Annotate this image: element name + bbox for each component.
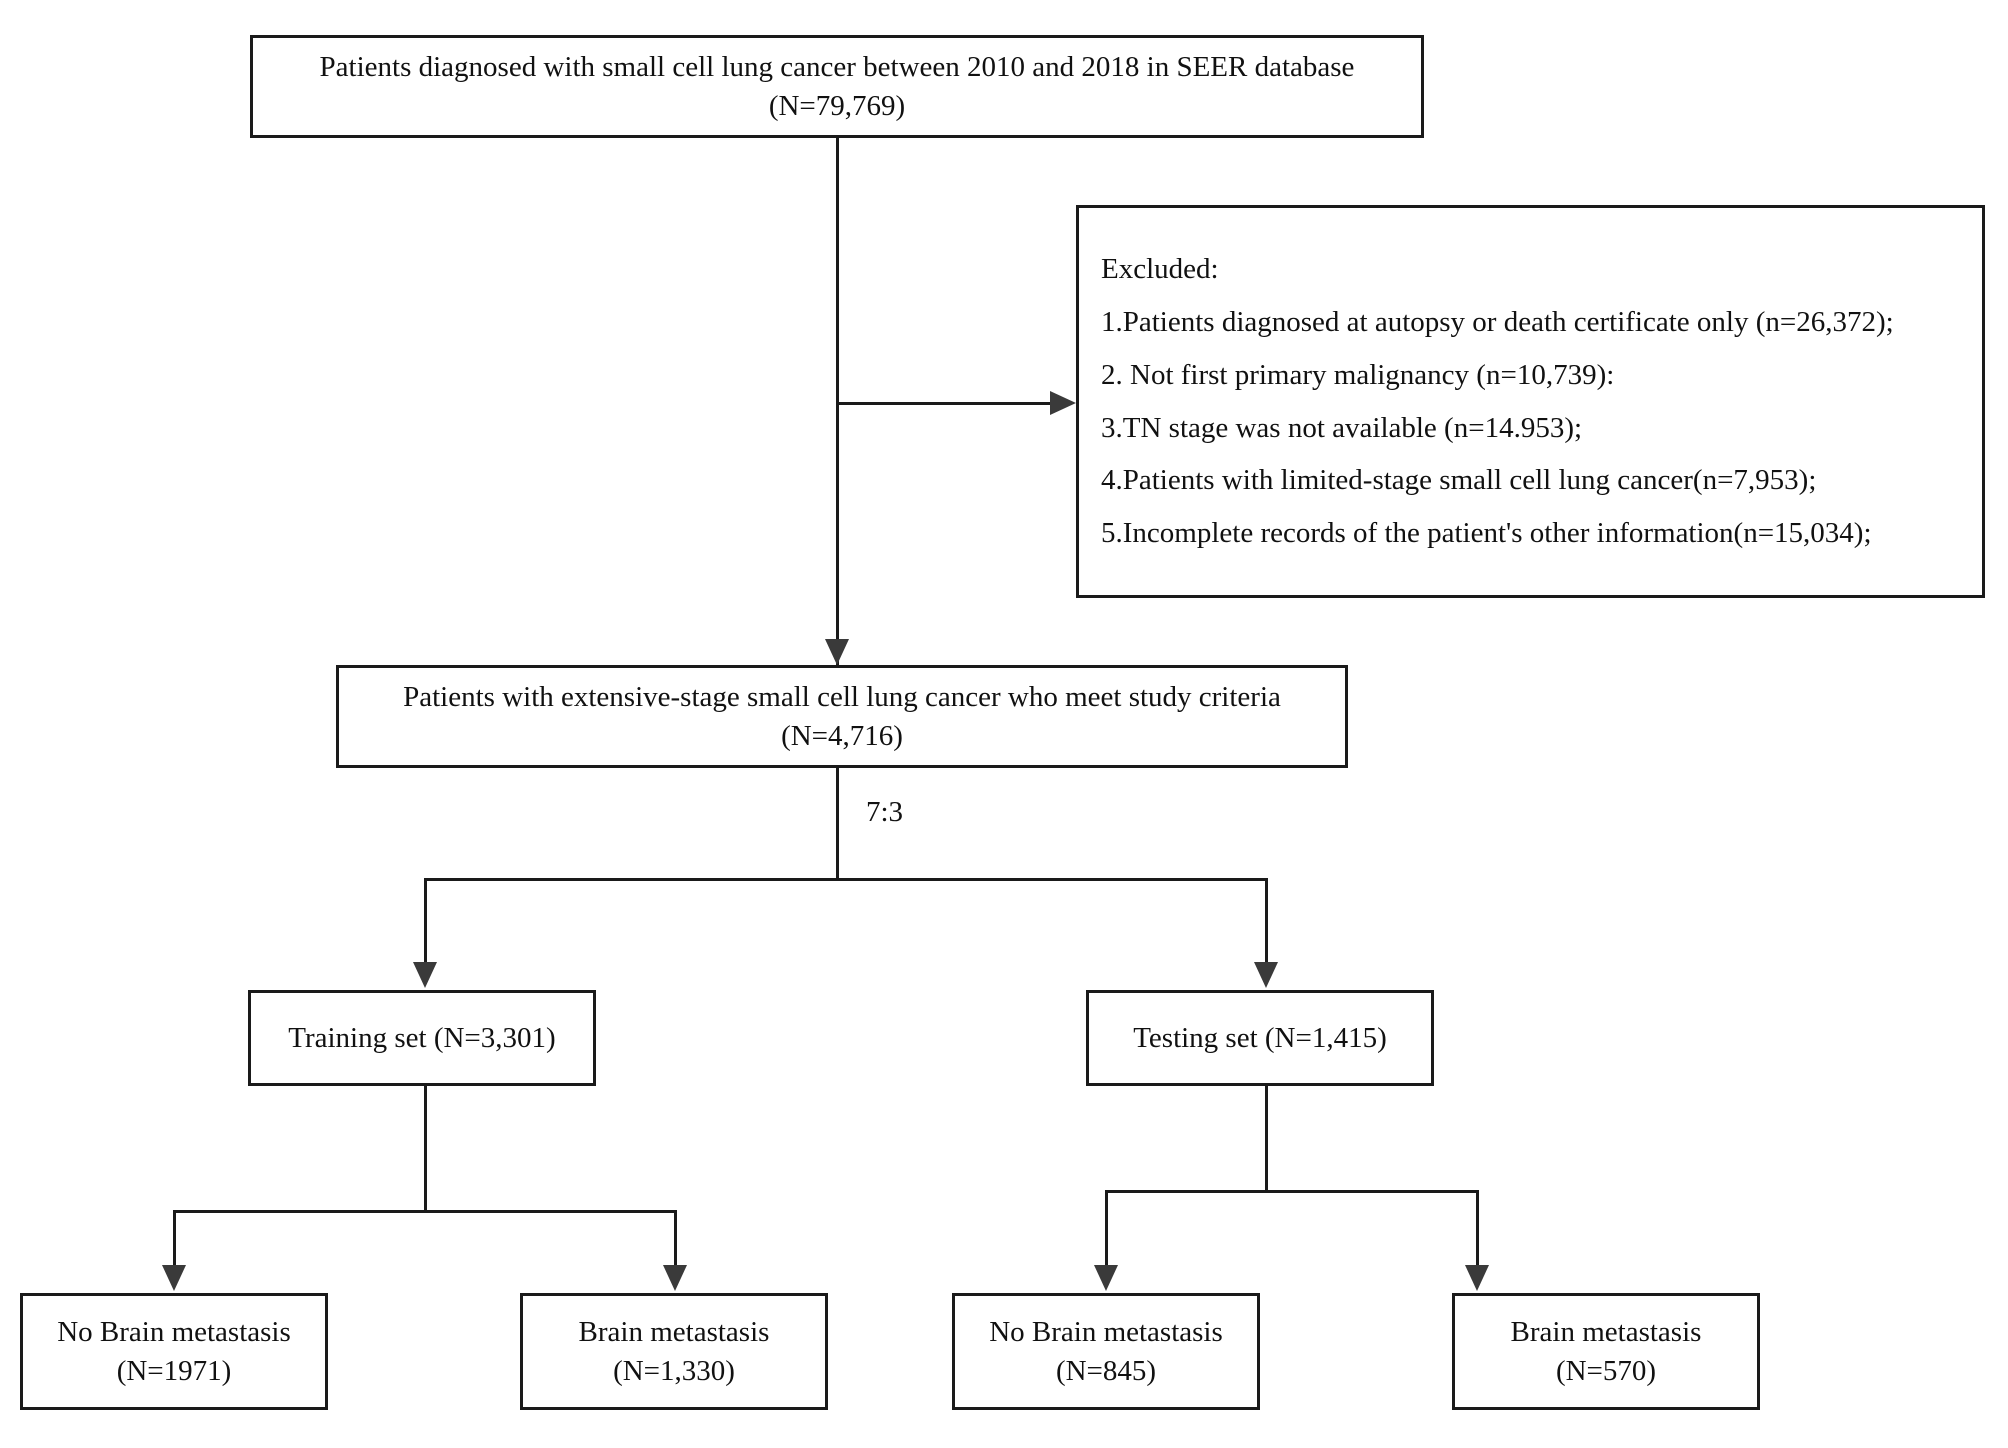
arrowhead-into-training [413,962,437,988]
connector-testing-to-split [1265,1086,1268,1192]
arrowhead-into-training-no-bm [162,1265,186,1291]
node-training-no-brain-metastasis-count: (N=1971) [116,1354,232,1387]
arrowhead-into-testing [1254,962,1278,988]
node-excluded: Excluded: 1.Patients diagnosed at autops… [1076,205,1985,598]
node-training-brain-metastasis: Brain metastasis (N=1,330) [520,1293,828,1410]
node-testing-set: Testing set (N=1,415) [1086,990,1434,1086]
node-source-cohort-count: (N=79,769) [768,89,906,122]
node-testing-brain-metastasis: Brain metastasis (N=570) [1452,1293,1760,1410]
node-source-cohort: Patients diagnosed with small cell lung … [250,35,1424,138]
arrowhead-into-excluded [1050,391,1076,415]
arrowhead-into-cohort [825,639,849,665]
arrowhead-into-testing-no-bm [1094,1265,1118,1291]
node-training-set-label: Training set (N=3,301) [288,1021,556,1054]
excluded-heading: Excluded: [1101,253,1219,286]
connector-split-to-training [424,878,427,964]
connector-to-testing-no-bm [1105,1190,1108,1267]
arrowhead-into-testing-bm [1465,1265,1489,1291]
connector-to-training-no-bm [173,1210,176,1267]
node-study-cohort-line1: Patients with extensive-stage small cell… [403,681,1281,714]
node-testing-no-brain-metastasis: No Brain metastasis (N=845) [952,1293,1260,1410]
connector-source-to-cohort [836,138,839,665]
node-testing-no-brain-metastasis-count: (N=845) [1055,1354,1157,1387]
excluded-item-5: 5.Incomplete records of the patient's ot… [1101,517,1872,550]
connector-split-to-testing [1265,878,1268,964]
node-study-cohort-count: (N=4,716) [781,719,903,752]
node-testing-brain-metastasis-count: (N=570) [1555,1354,1657,1387]
connector-to-testing-bm [1476,1190,1479,1267]
node-training-brain-metastasis-count: (N=1,330) [613,1354,735,1387]
excluded-item-1: 1.Patients diagnosed at autopsy or death… [1101,305,1894,338]
split-ratio-label: 7:3 [866,796,904,828]
split-bar-testing-outcomes [1105,1190,1479,1193]
connector-to-excluded [836,402,1058,405]
node-training-no-brain-metastasis: No Brain metastasis (N=1971) [20,1293,328,1410]
connector-training-to-split [424,1086,427,1212]
connector-to-training-bm [674,1210,677,1267]
split-bar-train-test [424,878,1268,881]
node-testing-no-brain-metastasis-label: No Brain metastasis [989,1316,1223,1349]
node-training-no-brain-metastasis-label: No Brain metastasis [57,1316,291,1349]
node-training-brain-metastasis-label: Brain metastasis [578,1316,770,1349]
node-testing-brain-metastasis-label: Brain metastasis [1510,1316,1702,1349]
node-study-cohort: Patients with extensive-stage small cell… [336,665,1348,768]
node-training-set: Training set (N=3,301) [248,990,596,1086]
node-source-cohort-line1: Patients diagnosed with small cell lung … [319,51,1355,84]
excluded-item-2: 2. Not first primary malignancy (n=10,73… [1101,358,1615,391]
arrowhead-into-training-bm [663,1265,687,1291]
node-testing-set-label: Testing set (N=1,415) [1133,1021,1387,1054]
excluded-item-3: 3.TN stage was not available (n=14.953); [1101,411,1583,444]
connector-cohort-to-split [836,768,839,880]
split-bar-training-outcomes [173,1210,677,1213]
excluded-item-4: 4.Patients with limited-stage small cell… [1101,464,1817,497]
